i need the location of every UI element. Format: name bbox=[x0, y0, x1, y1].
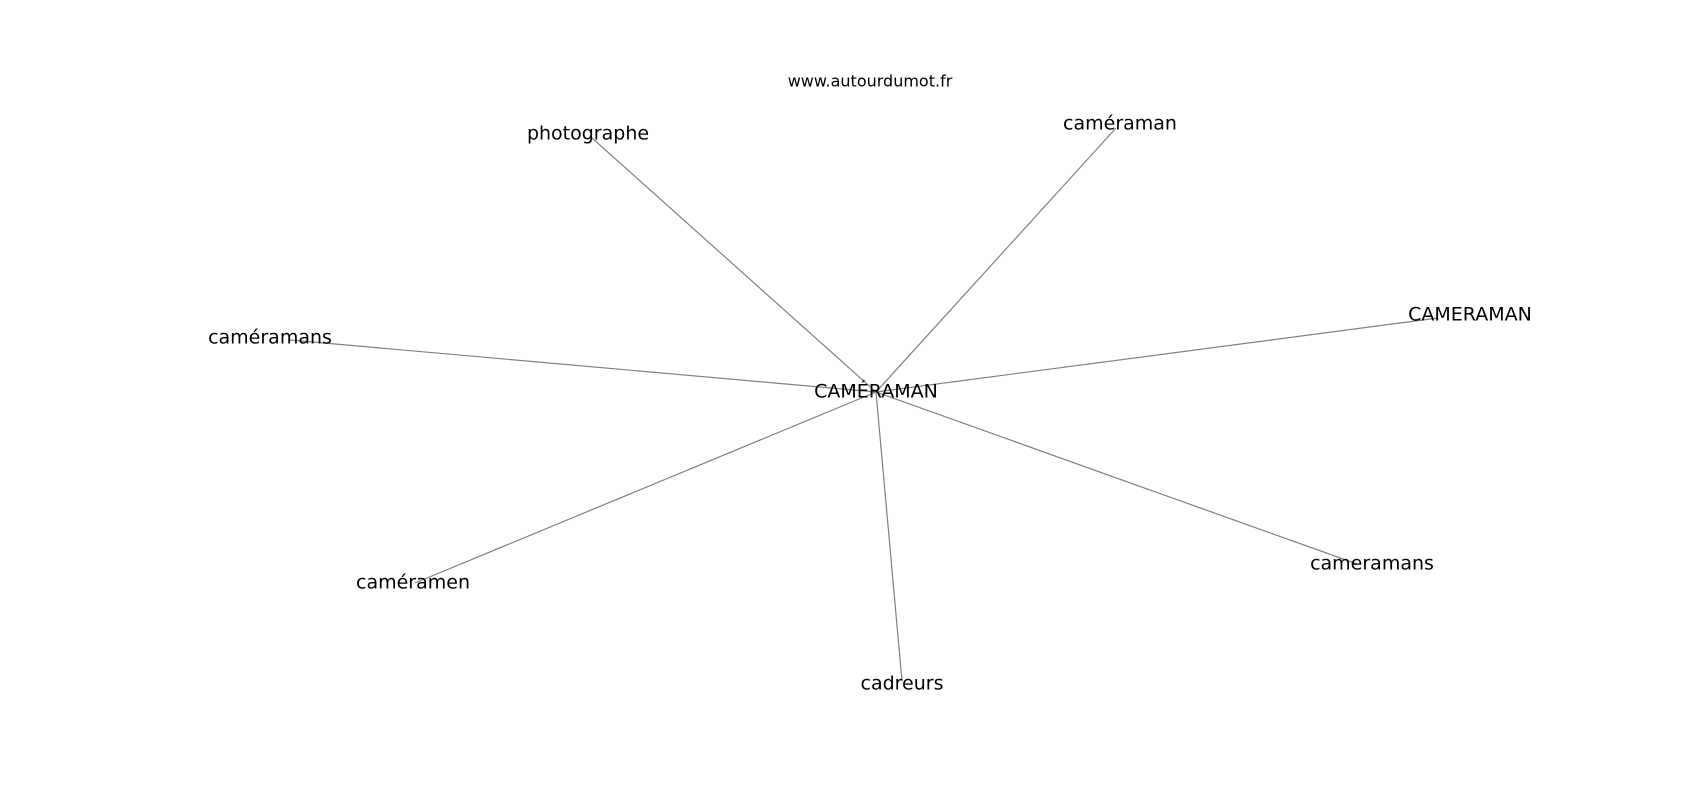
edge-0 bbox=[591, 137, 877, 393]
source-watermark: www.autourdumot.fr bbox=[788, 72, 953, 91]
node-label-1: caméraman bbox=[1063, 113, 1177, 135]
edge-2 bbox=[875, 317, 1439, 393]
labels-layer: www.autourdumot.fr CAMÉRAMAN photographe c… bbox=[208, 72, 1532, 695]
edge-1 bbox=[875, 127, 1117, 393]
node-label-0: photographe bbox=[527, 123, 649, 145]
node-label-6: cameramans bbox=[1310, 553, 1434, 575]
node-label-4: caméramen bbox=[356, 572, 470, 594]
edges-layer bbox=[289, 127, 1439, 682]
edge-3 bbox=[289, 339, 877, 393]
edge-4 bbox=[414, 391, 877, 584]
edge-6 bbox=[875, 391, 1358, 565]
center-node-label: CAMÉRAMAN bbox=[814, 380, 938, 403]
node-label-5: cadreurs bbox=[861, 673, 944, 695]
edge-5 bbox=[875, 391, 903, 682]
node-label-3: caméramans bbox=[208, 327, 332, 349]
node-label-2: CAMERAMAN bbox=[1408, 304, 1532, 326]
